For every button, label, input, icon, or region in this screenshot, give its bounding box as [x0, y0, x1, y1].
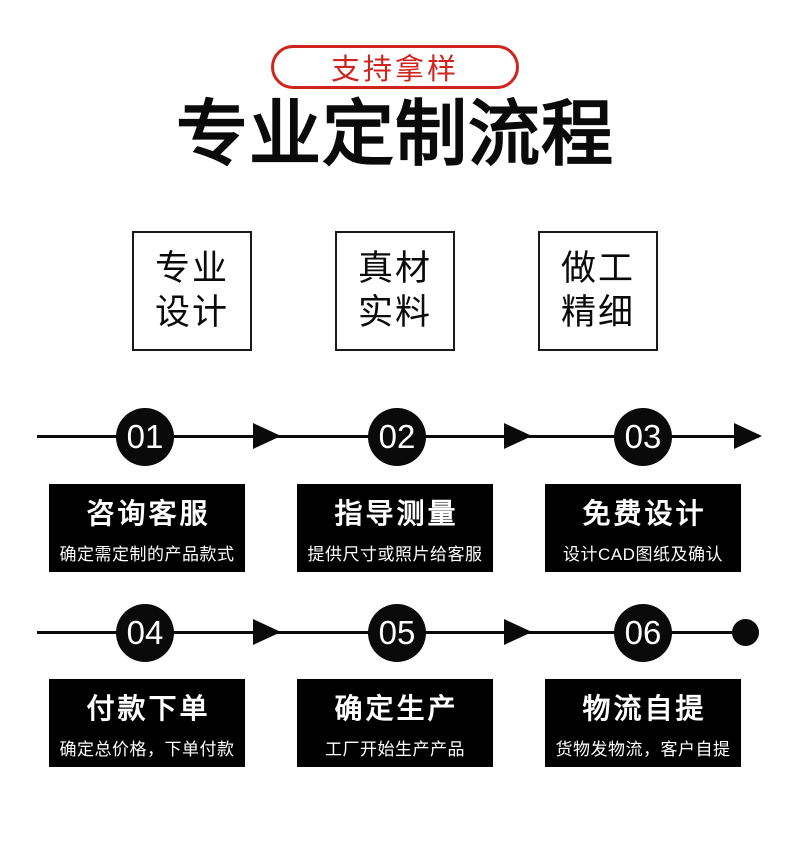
step-number-circle-03: 03: [614, 408, 672, 466]
step-boxes-row-1: 咨询客服 确定需定制的产品款式 指导测量 提供尺寸或照片给客服 免费设计 设计C…: [0, 484, 790, 572]
feature-line: 专业: [154, 249, 229, 288]
step-description: 设计CAD图纸及确认: [563, 544, 723, 564]
step-title: 确定生产: [334, 692, 459, 724]
step-description: 确定需定制的产品款式: [59, 544, 235, 564]
step-number-circle-06: 06: [614, 604, 672, 662]
step-box-free-design: 免费设计 设计CAD图纸及确认: [545, 484, 741, 572]
step-number-circle-04: 04: [116, 604, 174, 662]
feature-box-fine-workmanship: 做工 精细: [538, 231, 658, 351]
arrow-right-icon: [253, 423, 281, 449]
step-box-payment-order: 付款下单 确定总价格，下单付款: [49, 679, 245, 767]
flow-timeline-row-1: 01 02 03: [0, 405, 790, 469]
step-box-logistics-pickup: 物流自提 货物发物流，客户自提: [545, 679, 741, 767]
step-title: 咨询客服: [86, 497, 211, 529]
feature-line: 设计: [154, 293, 229, 332]
feature-line: 精细: [560, 293, 635, 332]
arrow-right-icon: [253, 619, 281, 645]
feature-box-genuine-materials: 真材 实料: [335, 231, 455, 351]
arrow-right-icon: [734, 423, 762, 449]
flow-end-dot: [732, 619, 759, 646]
feature-line: 真材: [357, 249, 432, 288]
step-box-confirm-production: 确定生产 工厂开始生产产品: [297, 679, 493, 767]
step-title: 物流自提: [582, 692, 707, 724]
step-boxes-row-2: 付款下单 确定总价格，下单付款 确定生产 工厂开始生产产品 物流自提 货物发物流…: [0, 679, 790, 767]
step-description: 确定总价格，下单付款: [59, 739, 235, 759]
step-description: 提供尺寸或照片给客服: [307, 544, 483, 564]
feature-line: 做工: [560, 249, 635, 288]
sample-support-badge: 支持拿样: [271, 45, 519, 89]
feature-line: 实料: [357, 293, 432, 332]
feature-box-professional-design: 专业 设计: [132, 231, 252, 351]
page-title: 专业定制流程: [175, 95, 614, 175]
flow-timeline-row-2: 04 05 06: [0, 601, 790, 665]
step-box-consult-service: 咨询客服 确定需定制的产品款式: [49, 484, 245, 572]
sample-support-badge-label: 支持拿样: [330, 54, 459, 86]
arrow-right-icon: [504, 619, 532, 645]
step-title: 付款下单: [86, 692, 211, 724]
step-description: 工厂开始生产产品: [325, 739, 465, 759]
step-box-guided-measurement: 指导测量 提供尺寸或照片给客服: [297, 484, 493, 572]
arrow-right-icon: [504, 423, 532, 449]
step-title: 指导测量: [334, 497, 459, 529]
step-number-circle-01: 01: [116, 408, 174, 466]
step-number-circle-02: 02: [368, 408, 426, 466]
feature-boxes-row: 专业 设计 真材 实料 做工 精细: [0, 231, 790, 351]
step-title: 免费设计: [582, 497, 707, 529]
step-description: 货物发物流，客户自提: [555, 739, 731, 759]
step-number-circle-05: 05: [368, 604, 426, 662]
